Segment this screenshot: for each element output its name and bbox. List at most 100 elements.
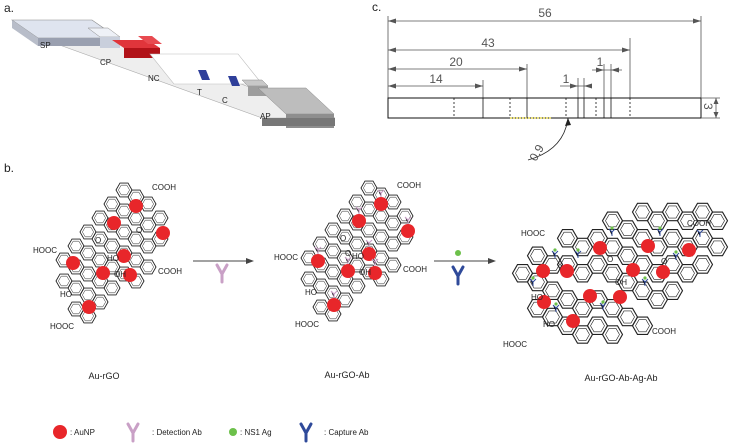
legend-ns1-ag: : NS1 Ag: [240, 428, 272, 437]
arrow-add-detection-ab: [193, 258, 254, 284]
aunp: [626, 263, 640, 277]
stage-label-au-rgo-ab: Au-rGO-Ab: [324, 370, 369, 380]
panel-b-label: b.: [4, 161, 14, 175]
label-c: C: [222, 96, 228, 105]
group-hooc: HOOC: [521, 229, 545, 238]
label-nc: NC: [148, 74, 160, 83]
aunp: [682, 243, 696, 257]
group-cooh: COOH: [158, 267, 182, 276]
group-oh: OH: [359, 268, 371, 277]
aunp: [107, 216, 121, 230]
label-sp: SP: [40, 41, 51, 50]
dim-43: 43: [481, 36, 495, 50]
stage-au-rgo-ab: COOH COOH HOOC HOOC HO HO OH O O Au-rGO-…: [274, 181, 427, 380]
legend: : AuNP : Detection Ab : NS1 Ag : Capture…: [53, 422, 369, 443]
aunp: [560, 264, 574, 278]
dim-3: 3: [701, 103, 715, 110]
panel-a-label: a.: [4, 1, 14, 15]
group-o: O: [607, 255, 613, 264]
capture-ab-icon: [451, 265, 465, 286]
aunp: [66, 256, 80, 270]
sp-block: [87, 27, 121, 48]
aunp: [129, 199, 143, 213]
group-cooh: COOH: [403, 265, 427, 274]
dim-14: 14: [429, 72, 443, 86]
dim-1-left: 1: [563, 72, 570, 86]
group-cooh: COOH: [687, 219, 711, 228]
bound-antibodies: [529, 228, 704, 312]
stage-label-au-rgo: Au-rGO: [88, 371, 119, 381]
graphene-sheet: [55, 182, 169, 324]
stage-label-au-rgo-ab-ag-ab: Au-rGO-Ab-Ag-Ab: [584, 373, 657, 383]
panel-b: b. COOH COOH HOOC HOOC: [4, 161, 729, 383]
aunp: [656, 265, 670, 279]
group-oh: OH: [114, 270, 126, 279]
aunp: [82, 300, 96, 314]
aunp: [368, 266, 382, 280]
arrow-add-ag-capture-ab: [434, 250, 496, 286]
group-ho: HO: [352, 252, 364, 261]
aunp: [537, 295, 551, 309]
conjugate-pad: [112, 36, 162, 58]
group-ho: HO: [543, 320, 555, 329]
aunp-legend-icon: [53, 425, 67, 439]
legend-capture-ab: : Capture Ab: [324, 428, 369, 437]
aunp: [583, 289, 597, 303]
ns1-ag-legend-icon: [229, 428, 237, 436]
aunp: [613, 290, 627, 304]
test-line: [198, 70, 210, 80]
aunp: [362, 247, 376, 261]
group-o: O: [340, 234, 346, 243]
group-ho: HO: [531, 293, 543, 302]
group-o: O: [136, 226, 142, 235]
aunp: [156, 226, 170, 240]
group-o: O: [95, 236, 101, 245]
sample-pad: [11, 19, 119, 46]
ns1-ag-icon: [455, 250, 461, 256]
panel-a: a.: [4, 1, 336, 128]
group-hooc: HOOC: [274, 253, 298, 262]
stage-au-rgo-ab-ag-ab: COOH COOH HOOC HOOC HO HO OH O O Au-rGO-…: [503, 202, 729, 383]
label-t: T: [197, 88, 202, 97]
group-o: O: [345, 249, 351, 258]
group-hooc: HOOC: [503, 340, 527, 349]
capture-ab-legend-icon: [299, 422, 313, 443]
group-oh: OH: [615, 278, 627, 287]
aunp: [341, 264, 355, 278]
panel-c: c. 56 43 20 14 1: [372, 0, 720, 164]
aunp: [536, 264, 550, 278]
aunp: [374, 197, 388, 211]
group-hooc: HOOC: [33, 246, 57, 255]
group-cooh: COOH: [652, 327, 676, 336]
label-ap: AP: [260, 112, 271, 121]
group-ho: HO: [60, 290, 72, 299]
dim-56: 56: [538, 6, 552, 20]
aunp: [566, 314, 580, 328]
legend-detection-ab: : Detection Ab: [152, 428, 202, 437]
group-hooc: HOOC: [50, 322, 74, 331]
bound-ns1-ag: [531, 226, 678, 306]
aunp: [123, 268, 137, 282]
panel-c-label: c.: [372, 0, 381, 14]
aunp: [96, 266, 110, 280]
control-line: [228, 76, 240, 86]
group-o: O: [661, 257, 667, 266]
group-hooc: HOOC: [295, 320, 319, 329]
label-cp: CP: [100, 58, 111, 67]
dim-0-9: 0.9: [526, 142, 547, 164]
dim-20: 20: [449, 55, 463, 69]
dim-1-right: 1: [597, 55, 604, 69]
stage-au-rgo: COOH COOH HOOC HOOC HO HO OH O O Au-rGO: [33, 182, 182, 381]
aunp: [352, 214, 366, 228]
bound-detection-ab: [314, 189, 412, 298]
aunp: [593, 241, 607, 255]
group-ho: HO: [107, 254, 119, 263]
group-cooh: COOH: [152, 183, 176, 192]
aunp: [311, 254, 325, 268]
detection-ab-icon: [215, 263, 229, 284]
legend-aunp: : AuNP: [70, 428, 95, 437]
aunp: [401, 224, 415, 238]
detection-ab-legend-icon: [126, 422, 140, 443]
group-cooh: COOH: [397, 181, 421, 190]
